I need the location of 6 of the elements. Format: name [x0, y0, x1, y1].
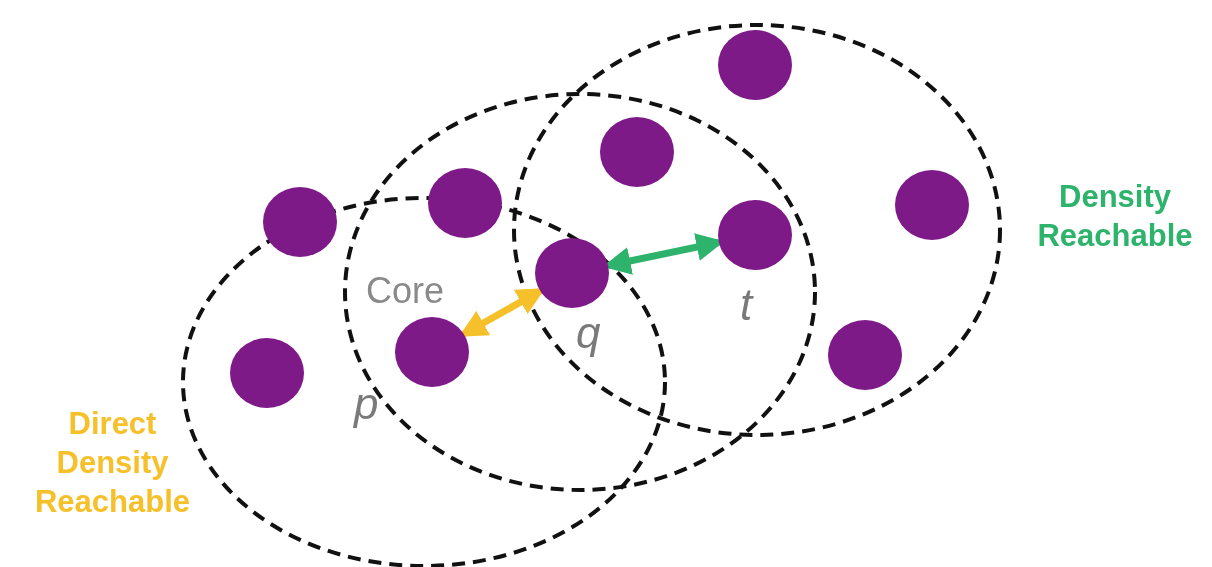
point-label: p	[354, 382, 379, 426]
point-label: t	[740, 283, 753, 327]
annotation-text: Core	[365, 269, 445, 313]
annotation-text: Density Reachable	[1036, 178, 1194, 255]
annotation-text: Direct Density Reachable	[33, 405, 192, 521]
point-label: q	[576, 311, 601, 355]
